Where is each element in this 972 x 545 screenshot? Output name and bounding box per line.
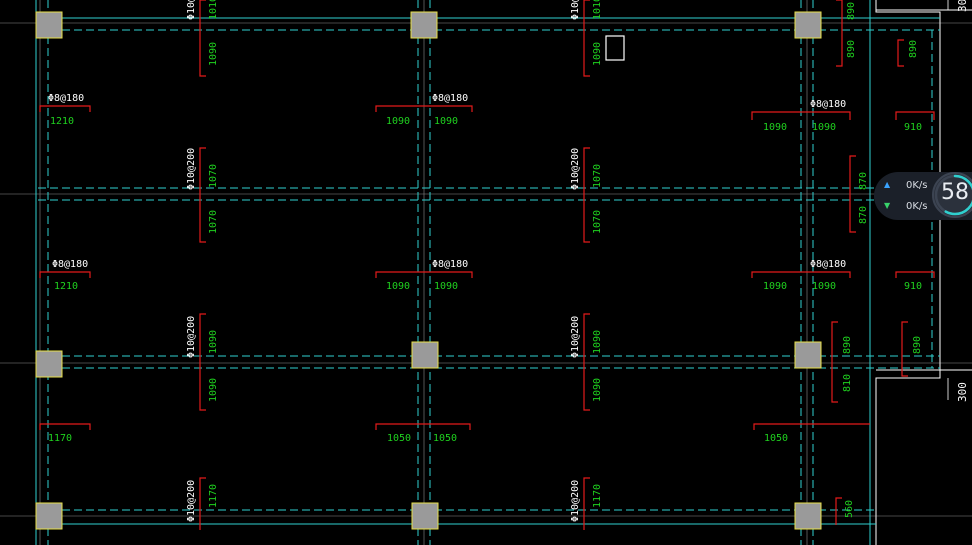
- dimension-label: 300: [956, 0, 969, 12]
- length-label: 1070: [208, 164, 219, 188]
- length-label: 1210: [50, 116, 74, 127]
- column: [411, 341, 439, 369]
- spacing-label: Φ10@200: [570, 480, 581, 522]
- gauge-arc: [934, 174, 972, 216]
- length-label: 1210: [54, 281, 78, 292]
- upload-arrow-icon: ▲: [884, 180, 891, 189]
- length-label: 890: [846, 40, 857, 58]
- length-label: 1170: [48, 433, 72, 444]
- spacing-label: Φ8@180: [810, 259, 846, 270]
- length-label: 1090: [386, 116, 410, 127]
- download-arrow-icon: ▼: [884, 201, 891, 210]
- column: [794, 341, 822, 369]
- network-speed-widget[interactable]: ▲ 0K/s ▼ 0K/s 58: [874, 172, 972, 220]
- length-label: 1090: [208, 378, 219, 402]
- length-label: 1050: [433, 433, 457, 444]
- length-label: 1070: [208, 210, 219, 234]
- spacing-label: Φ8@180: [52, 259, 88, 270]
- length-labels: 1210 1090 1090 1090 1090 910 1210 1090 1…: [48, 0, 923, 518]
- length-label: 560: [844, 500, 855, 518]
- beam-lines: [35, 0, 940, 545]
- length-label: 1090: [386, 281, 410, 292]
- length-label: 1090: [763, 281, 787, 292]
- length-label: 1090: [434, 116, 458, 127]
- length-label: 1010: [592, 0, 603, 20]
- length-label: 1090: [208, 42, 219, 66]
- length-label: 1050: [387, 433, 411, 444]
- spacing-label: Φ10@200: [570, 0, 581, 20]
- download-speed: 0K/s: [906, 201, 928, 212]
- length-label: 1070: [592, 210, 603, 234]
- length-label: 1090: [763, 122, 787, 133]
- column: [794, 502, 822, 530]
- length-label: 1090: [592, 330, 603, 354]
- cursor-box: [605, 35, 625, 61]
- columns: [35, 11, 822, 530]
- length-label: 1090: [812, 281, 836, 292]
- dimension-label: 300: [956, 382, 969, 402]
- length-label: 910: [904, 122, 922, 133]
- column: [794, 11, 822, 39]
- length-label: 910: [904, 281, 922, 292]
- length-label: 1170: [592, 484, 603, 508]
- length-label: 890: [846, 2, 857, 20]
- length-label: 1070: [592, 164, 603, 188]
- spacing-label: Φ10@200: [570, 316, 581, 358]
- length-label: 870: [858, 172, 869, 190]
- spacing-label: Φ10@200: [186, 316, 197, 358]
- length-label: 810: [842, 374, 853, 392]
- length-label: 890: [842, 336, 853, 354]
- rebar-lines: [39, 0, 935, 530]
- spacing-label: Φ10@200: [186, 480, 197, 522]
- spacing-label: Φ8@180: [810, 99, 846, 110]
- memory-gauge[interactable]: 58: [932, 172, 972, 218]
- spacing-label: Φ8@180: [48, 93, 84, 104]
- length-label: 1090: [592, 42, 603, 66]
- length-label: 1050: [764, 433, 788, 444]
- gauge-value: 58: [941, 180, 969, 205]
- length-label: 1010: [208, 0, 219, 20]
- column: [410, 11, 438, 39]
- dimension-labels: 300 300: [947, 0, 969, 402]
- spacing-label: Φ8@180: [432, 259, 468, 270]
- length-label: 1090: [812, 122, 836, 133]
- spacing-label: Φ10@200: [186, 148, 197, 190]
- spacing-label: Φ10@200: [570, 148, 581, 190]
- length-label: 870: [858, 206, 869, 224]
- spacing-label: Φ10@200: [186, 0, 197, 20]
- upload-speed: 0K/s: [906, 180, 928, 191]
- spacing-label: Φ8@180: [432, 93, 468, 104]
- column: [35, 350, 63, 378]
- length-label: 1170: [208, 484, 219, 508]
- spacing-labels: Φ8@180 Φ8@180 Φ8@180 Φ8@180 Φ8@180 Φ8@18…: [48, 0, 846, 522]
- column: [35, 11, 63, 39]
- length-label: 1090: [208, 330, 219, 354]
- length-label: 890: [908, 40, 919, 58]
- column: [411, 502, 439, 530]
- column: [35, 502, 63, 530]
- length-label: 1090: [434, 281, 458, 292]
- length-label: 1090: [592, 378, 603, 402]
- length-label: 890: [912, 336, 923, 354]
